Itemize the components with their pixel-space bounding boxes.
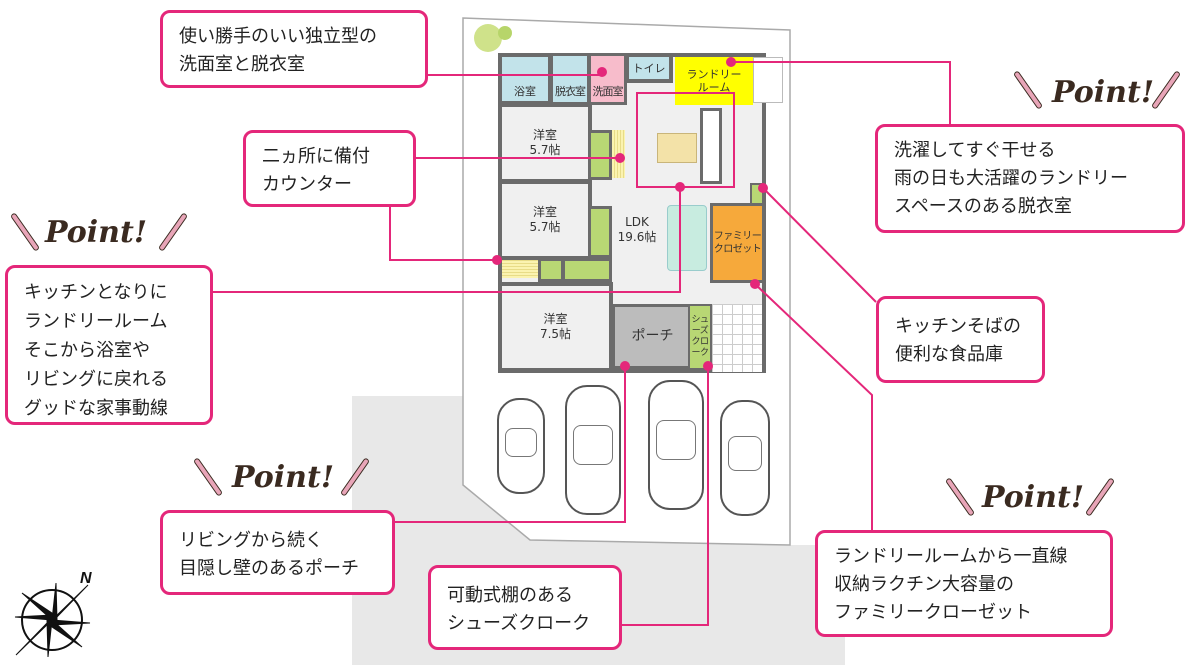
compass-rose-icon: N xyxy=(14,570,92,658)
room-ldk: LDK 19.6帖 xyxy=(617,215,657,244)
closet-green xyxy=(588,206,612,258)
room-label: 脱衣室 xyxy=(555,85,586,98)
room-label: シュ ーズ クロ ーク xyxy=(691,315,709,358)
callout-laundry: 洗濯してすぐ干せる 雨の日も大活躍のランドリー スペースのある脱衣室 xyxy=(875,124,1185,233)
counter-stair xyxy=(502,260,538,278)
dining-table xyxy=(657,133,697,163)
parked-car xyxy=(648,380,704,510)
callout-kitchen-flow: キッチンとなりに ランドリールーム そこから浴室や リビングに戻れる グッドな家… xyxy=(5,265,213,425)
pantry xyxy=(750,183,764,205)
room-shoe-closet: シュ ーズ クロ ーク xyxy=(688,304,712,370)
parked-car xyxy=(720,400,770,516)
closet-green xyxy=(562,258,612,282)
room-family-closet: ファミリー クロゼット xyxy=(710,203,765,283)
kitchen-counter xyxy=(700,108,722,184)
point-label: Point! xyxy=(982,480,1084,515)
closet-green xyxy=(588,130,612,180)
room-laundry: ランドリー ルーム xyxy=(675,53,753,105)
entrance-tiles xyxy=(712,304,762,372)
room-western-3: 洋室 7.5帖 xyxy=(498,282,613,372)
room-label: 洋室 5.7帖 xyxy=(529,128,561,157)
room-label: 洋室 5.7帖 xyxy=(529,205,561,234)
room-label: トイレ xyxy=(632,61,666,75)
room-western-1: 洋室 5.7帖 xyxy=(498,103,592,183)
tree-icon xyxy=(474,24,502,52)
closet-green xyxy=(538,258,564,282)
room-dressing: 脱衣室 xyxy=(550,53,590,105)
point-label: Point! xyxy=(232,460,334,495)
room-porch: ポーチ xyxy=(612,304,690,370)
callout-pantry: キッチンそばの 便利な食品庫 xyxy=(876,296,1045,383)
balcony xyxy=(753,57,783,103)
room-washroom: 洗面室 xyxy=(588,53,627,105)
room-label: ポーチ xyxy=(631,328,674,344)
room-toilet: トイレ xyxy=(625,53,673,83)
room-bath: 浴室 xyxy=(498,53,552,105)
compass-north-label: N xyxy=(80,570,92,587)
room-western-2: 洋室 5.7帖 xyxy=(498,180,592,260)
room-label: 洗面室 xyxy=(592,85,624,98)
counter-stair xyxy=(612,130,625,178)
point-label: Point! xyxy=(1052,75,1154,110)
room-label: 洋室 7.5帖 xyxy=(539,312,572,341)
sofa xyxy=(667,205,707,271)
callout-porch: リビングから続く 目隠し壁のあるポーチ xyxy=(160,510,395,595)
room-label: ファミリー クロゼット xyxy=(713,231,762,255)
callout-family-closet: ランドリールームから一直線 収納ラクチン大容量の ファミリークローゼット xyxy=(815,530,1113,637)
callout-counter: 二ヵ所に備付 カウンター xyxy=(243,130,416,207)
room-label: ランドリー ルーム xyxy=(686,68,742,94)
point-label: Point! xyxy=(45,215,147,250)
parked-car xyxy=(565,385,621,515)
callout-shoe-closet: 可動式棚のある シューズクローク xyxy=(428,565,622,650)
parked-car xyxy=(497,398,545,494)
callout-washroom: 使い勝手のいい独立型の 洗面室と脱衣室 xyxy=(160,10,428,88)
room-label: 浴室 xyxy=(514,85,536,98)
